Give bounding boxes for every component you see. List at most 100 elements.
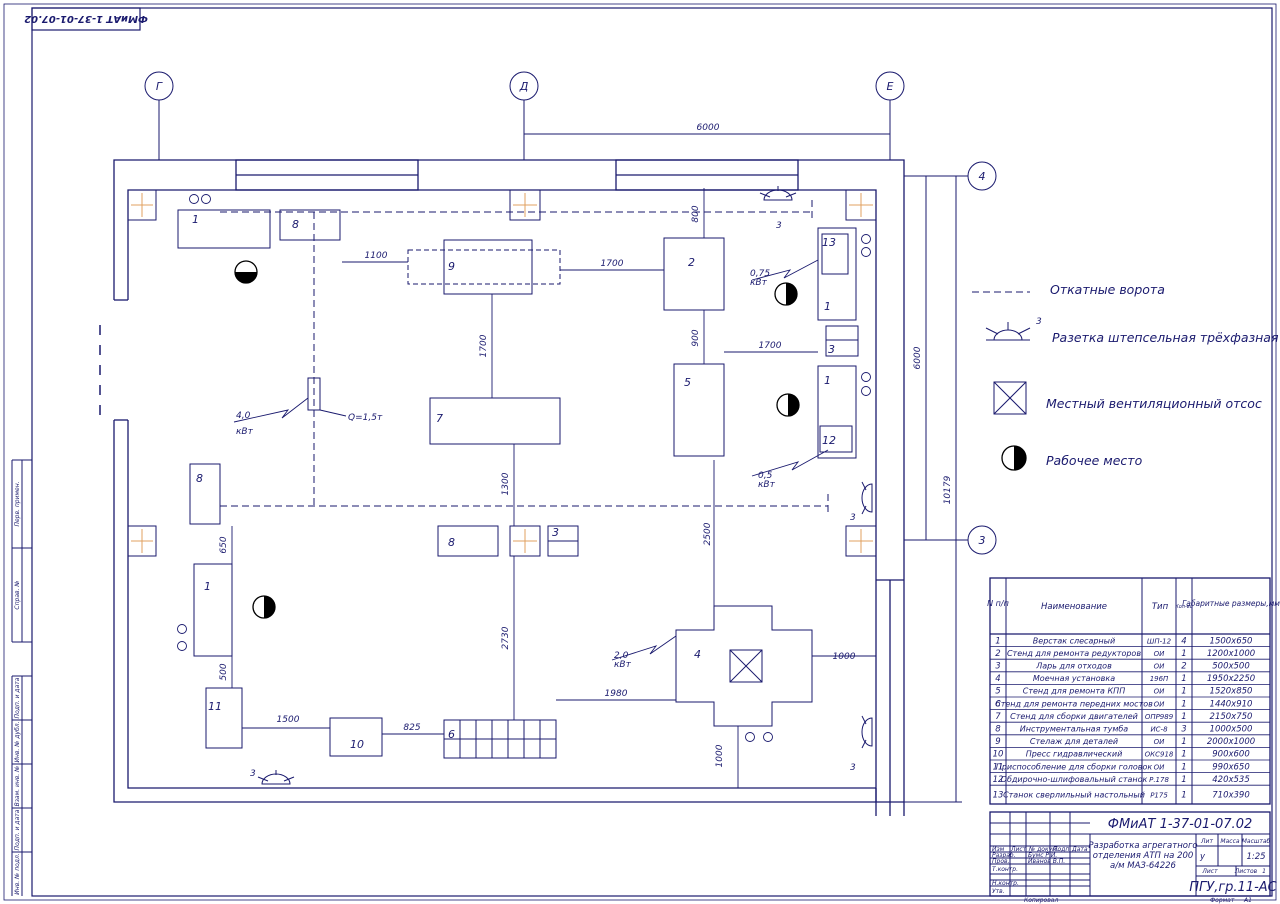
spec-cell-type: ОИ [1154, 650, 1166, 658]
equipment-label: 7 [436, 412, 443, 425]
sheet-stamp: ФМиАТ 1-37-01-07.02 [24, 13, 148, 24]
spec-cell-n: 5 [995, 687, 1000, 697]
tb-title-1: Разработка агрегатного [1088, 841, 1197, 851]
tb-prov-name: Иванов В.П. [1028, 858, 1065, 865]
spec-cell-size: 900х600 [1212, 750, 1249, 760]
stamp-box [31, 7, 141, 31]
spec-cell-size: 710х390 [1212, 791, 1249, 801]
inner-frame [31, 7, 1273, 897]
spec-cell-qty: 3 [1181, 725, 1186, 735]
power-label: 0,75 [750, 269, 770, 279]
spec-cell-size: 420х535 [1212, 775, 1249, 785]
workplace-icon [234, 260, 258, 284]
spec-cell-qty: 2 [1181, 662, 1186, 672]
spec-cell-size: 1200х1000 [1207, 649, 1255, 659]
spec-cell-n: 3 [995, 662, 1000, 672]
legend-workplace-icon [1001, 445, 1027, 471]
equipment-label: 12 [822, 434, 836, 447]
equipment-label: 13 [822, 236, 836, 249]
spec-cell-n: 10 [993, 750, 1004, 760]
axis-d-label: Д [519, 80, 529, 93]
spec-table-header: N п/п Наименование Тип Кол-во Габаритные… [987, 599, 1280, 612]
spec-cell-qty: 1 [1181, 674, 1186, 684]
equipment-label: 4 [694, 648, 701, 661]
tb-podp: Подп. [1053, 846, 1071, 853]
spec-cell-type: ОИ [1154, 663, 1166, 671]
workplace-icon [776, 393, 800, 417]
power-unit: кВт [758, 480, 776, 490]
axis-e-label: Е [887, 80, 894, 93]
tb-list: Лист [1010, 846, 1027, 853]
tb-scale-val: 1:25 [1246, 852, 1265, 862]
legend-vent: Местный вентиляционный отсос [1046, 396, 1262, 411]
dim-label: 825 [403, 723, 420, 733]
spec-cell-size: 500х500 [1212, 662, 1249, 672]
equipment-shapes [177, 209, 859, 759]
tb-prov: Пров. [992, 858, 1010, 865]
tb-org: ПГУ,гр.11-АС [1189, 880, 1277, 895]
axis-labels: Г Д Е 4 3 [156, 80, 986, 547]
spec-cell-n: 9 [995, 737, 1000, 747]
spec-cell-size: 1520х850 [1210, 687, 1253, 697]
power-label: 0,5 [758, 471, 773, 481]
socket-label: 3 [776, 221, 782, 231]
spec-cell-type: ОИ [1154, 738, 1166, 746]
tb-sheets: Листов [1234, 868, 1258, 875]
dashed-lines [220, 200, 829, 516]
equipment-label: 8 [196, 472, 203, 485]
spec-cell-name: Стелаж для деталей [1030, 737, 1118, 746]
load-label: Q=1,5т [348, 413, 383, 423]
spec-cell-name: Стенд для ремонта передних мостов [995, 699, 1153, 708]
dim-label: 1980 [605, 689, 628, 699]
dim-label: 900 [691, 329, 701, 346]
spec-cell-name: Приспособление для сборки головок [996, 762, 1153, 771]
workplace-symbols [234, 260, 1027, 619]
dim-label: 1000 [833, 652, 856, 662]
spec-cell-name: Пресс гидравлический [1026, 750, 1123, 759]
spec-cell-n: 1 [995, 636, 1000, 646]
spec-header-n: N п/п [987, 599, 1009, 608]
dim-label: 800 [691, 205, 701, 222]
tb-sheets-val: 1 [1262, 868, 1266, 875]
dim-label: 1700 [601, 259, 624, 269]
binding-strip [11, 459, 32, 896]
spec-cell-n: 13 [993, 791, 1004, 801]
strip-label: Подп. и дата [14, 809, 21, 850]
spec-cell-n: 12 [993, 775, 1004, 785]
spec-cell-size: 2000х1000 [1207, 737, 1255, 747]
spec-cell-type: Р175 [1150, 792, 1168, 800]
spec-cell-qty: 1 [1181, 699, 1186, 709]
spec-cell-name: Стенд для ремонта КПП [1023, 687, 1125, 696]
socket-label: 3 [850, 513, 856, 523]
spec-cell-name: Стенд для сборки двигателей [1010, 712, 1138, 721]
strip-label: Взам. инв. № [14, 766, 21, 807]
dim-label: 500 [219, 663, 229, 680]
spec-cell-qty: 1 [1181, 762, 1186, 772]
dim-label: 650 [219, 536, 229, 553]
spec-cell-n: 8 [995, 725, 1001, 735]
spec-cell-type: ИС-8 [1150, 726, 1168, 734]
tb-razrab: Разраб. [992, 852, 1016, 859]
dim-label: 1000 [715, 744, 725, 767]
tb-lit: Лит [1200, 838, 1213, 845]
spec-cell-qty: 1 [1181, 687, 1186, 697]
dim-label: 10179 [943, 475, 953, 504]
outer-frame [3, 3, 1277, 901]
spec-cell-size: 1000х500 [1210, 725, 1253, 735]
strip-label: Инв. № дубл. [14, 721, 21, 762]
footer-format: Формат [1210, 897, 1235, 904]
dim-label: 6000 [913, 346, 923, 369]
equipment-labels: 1 8 9 2 13 1 3 5 1 12 7 8 8 3 1 11 10 6 … [192, 213, 856, 779]
spec-cell-name: Стенд для ремонта редукторов [1007, 649, 1141, 658]
legend-work: Рабочее место [1046, 453, 1143, 468]
equipment-label: 1 [824, 374, 831, 387]
spec-cell-size: 1500х650 [1210, 636, 1253, 646]
dim-label: 1300 [501, 472, 511, 495]
dim-label: 6000 [697, 123, 720, 133]
power-labels: 0,75 кВт 0,5 кВт 4,0 кВт 2,0 кВт Q=1,5т [236, 269, 776, 670]
spec-cell-qty: 1 [1181, 791, 1186, 801]
